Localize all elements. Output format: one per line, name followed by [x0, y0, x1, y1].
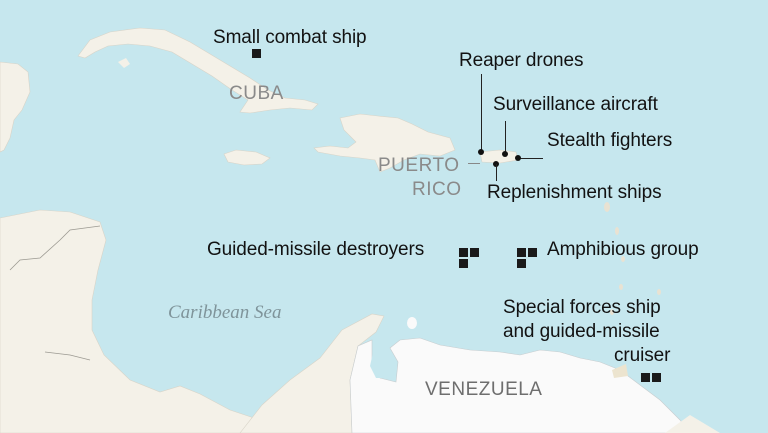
- yucatan-peninsula: [0, 61, 31, 153]
- marker-amphibious-2: [528, 248, 537, 257]
- jamaica-island: [223, 149, 271, 166]
- leader-puerto-rico: [468, 163, 480, 164]
- marker-special-forces-1: [641, 373, 650, 382]
- dot-stealth-fighters: [515, 155, 521, 161]
- curacao-island: [407, 317, 417, 329]
- central-america-border-2: [44, 351, 91, 361]
- trinidad-island: [612, 364, 628, 378]
- hispaniola-island: [313, 113, 456, 173]
- label-special-forces-line3: cruiser: [614, 345, 671, 366]
- marker-destroyer-2: [470, 248, 479, 257]
- label-amphibious-group: Amphibious group: [547, 239, 699, 260]
- central-america-border: [9, 225, 101, 271]
- label-surveillance-aircraft: Surveillance aircraft: [493, 94, 658, 115]
- country-label-venezuela: VENEZUELA: [425, 379, 543, 400]
- marker-destroyer-1: [459, 248, 468, 257]
- leader-surveillance-aircraft: [505, 121, 506, 153]
- guyana: [665, 415, 720, 433]
- lesser-antilles: [604, 202, 661, 315]
- territory-label-puerto-rico-line1: PUERTO: [378, 155, 460, 176]
- marker-destroyer-3: [459, 259, 468, 268]
- label-replenishment-ships: Replenishment ships: [487, 182, 662, 203]
- marker-small-combat-ship: [252, 49, 261, 58]
- puerto-rico-island: [479, 149, 519, 164]
- sea-label-caribbean: Caribbean Sea: [168, 302, 282, 323]
- marker-special-forces-2: [652, 373, 661, 382]
- label-guided-missile-destroyers: Guided-missile destroyers: [207, 239, 425, 260]
- country-label-cuba: CUBA: [229, 83, 284, 104]
- label-reaper-drones: Reaper drones: [459, 50, 584, 71]
- marker-amphibious-1: [517, 248, 526, 257]
- label-small-combat-ship: Small combat ship: [213, 27, 367, 48]
- label-special-forces-line2: and guided-missile: [503, 321, 660, 342]
- territory-label-puerto-rico-line2: RICO: [412, 179, 462, 200]
- leader-stealth-fighters: [520, 158, 543, 159]
- lake-maracaibo: [370, 348, 390, 378]
- dot-surveillance-aircraft: [502, 151, 508, 157]
- label-stealth-fighters: Stealth fighters: [547, 130, 673, 151]
- marker-amphibious-3: [517, 259, 526, 268]
- isla-juventud: [118, 58, 130, 68]
- label-special-forces-line1: Special forces ship: [503, 297, 661, 318]
- leader-replenishment-ships: [496, 164, 497, 181]
- leader-reaper-drones: [481, 74, 482, 152]
- cuba-island: [77, 27, 319, 114]
- dot-reaper-drones: [478, 149, 484, 155]
